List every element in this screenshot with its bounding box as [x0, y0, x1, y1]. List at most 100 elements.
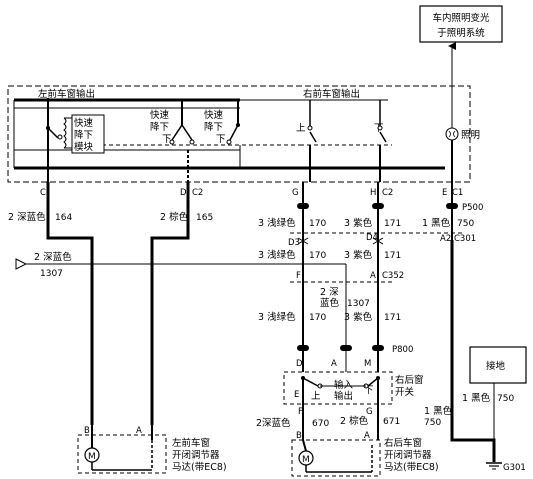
conn-C1: C1 — [452, 188, 463, 198]
w170a-circuit: 170 — [309, 219, 326, 229]
rr-motor-l2: 开闭调节器 — [384, 449, 432, 461]
conn-A-lf: A — [136, 426, 142, 436]
w170b-circuit: 170 — [309, 251, 326, 261]
express-module-l1: 快速 — [74, 117, 94, 129]
lf-motor-l2: 开闭调节器 — [172, 449, 220, 461]
conn-B-lf: B — [84, 426, 90, 436]
w750c-circuit: 750 — [424, 418, 441, 428]
w750c-color: 1 黑色 — [424, 405, 453, 417]
express1-l1: 快速 — [150, 109, 170, 121]
express2-l1: 快速 — [204, 109, 224, 121]
w671-circuit: 671 — [383, 417, 400, 427]
conn-C2a: C2 — [192, 188, 203, 198]
conn-A-c352: A — [370, 271, 376, 281]
conn-H: H — [370, 188, 376, 198]
rr-motor-box — [291, 439, 381, 477]
w750b-color: 1 黑色 — [462, 392, 491, 404]
w171a-circuit: 171 — [384, 219, 401, 229]
w1307b-color-l1: 2 深 — [320, 287, 339, 298]
express2-l3: 下 — [216, 134, 226, 145]
w670-circuit: 670 — [312, 419, 329, 429]
conn-C2b: C2 — [382, 188, 393, 198]
w171b-circuit: 171 — [384, 251, 401, 261]
express2-l2: 降下 — [204, 121, 223, 133]
w170a-color: 3 浅绿色 — [258, 217, 296, 229]
input-triangle-icon — [15, 258, 28, 270]
ground-label: 接地 — [486, 360, 506, 372]
conn-G: G — [292, 188, 299, 198]
dome-dim-box — [419, 5, 503, 43]
wire-164 — [46, 182, 94, 425]
rf-up-label: 上 — [296, 123, 306, 134]
w164-circuit: 164 — [55, 213, 72, 223]
w750a-color: 1 黑色 — [422, 217, 451, 229]
lf-motor-symbol: M — [88, 452, 96, 462]
w171a-color: 3 紫色 — [344, 217, 373, 229]
conn-P800: P800 — [392, 345, 413, 355]
lamp-icon — [445, 127, 459, 141]
w170c-color: 3 浅绿色 — [258, 311, 296, 323]
conn-B-rr: B — [296, 431, 302, 441]
conn-E-sw: E — [294, 390, 299, 400]
lf-motor-l1: 左前车窗 — [172, 437, 210, 449]
conn-A-rr: A — [364, 431, 370, 441]
w170c-circuit: 170 — [309, 313, 326, 323]
wire-165 — [150, 182, 190, 425]
conn-C352: C352 — [382, 271, 404, 281]
express-module-box — [71, 114, 105, 154]
conn-P500: P500 — [462, 203, 483, 213]
dome-dim-line1: 车内照明变光 — [432, 12, 490, 24]
w671-color: 2 棕色 — [340, 415, 369, 427]
rear-switch-l2: 开关 — [395, 386, 415, 398]
lf-motor-box — [77, 434, 167, 474]
w750a-circuit: 750 — [457, 219, 474, 229]
ground-point-label: G301 — [503, 463, 526, 473]
rr-motor-l1: 右后车窗 — [384, 437, 422, 449]
conn-F-sw: F — [298, 407, 303, 417]
conn-D3: D3 — [288, 238, 300, 248]
w171c-circuit: 171 — [384, 313, 401, 323]
w670-color: 2深蓝色 — [256, 417, 291, 429]
w170b-color: 3 浅绿色 — [258, 249, 296, 261]
express-module-l3: 模块 — [74, 141, 94, 153]
window-module-box — [7, 85, 471, 183]
conn-A-p800: A — [331, 359, 337, 369]
express1-l3: 下 — [162, 134, 172, 145]
ground-box — [469, 346, 527, 384]
conn-G-sw: G — [366, 407, 373, 417]
coil-icon — [63, 117, 67, 149]
p500-connector — [297, 203, 458, 209]
ground-icon — [486, 462, 502, 470]
w164-color: 2 深蓝色 — [8, 211, 46, 223]
express-module-l2: 降下 — [74, 129, 93, 141]
conn-D: D — [180, 188, 187, 198]
express1-l2: 降下 — [150, 121, 169, 133]
w1307b-color-l2: 蓝色 — [320, 297, 340, 309]
conn-F: F — [296, 271, 301, 281]
conn-E: E — [442, 188, 447, 198]
rear-input-label: 输入 — [334, 379, 354, 391]
rear-switch-l1: 右后窗 — [395, 374, 424, 386]
p800-connector — [297, 345, 384, 351]
w165-color: 2 棕色 — [160, 211, 189, 223]
conn-C: C — [40, 188, 46, 198]
illum-label: 照明 — [461, 130, 480, 141]
lf-motor-l3: 马达(带EC8) — [172, 461, 227, 473]
rr-motor-l3: 马达(带EC8) — [384, 461, 439, 473]
dome-dim-line2: 于照明系统 — [437, 27, 485, 39]
conn-D-p800: D — [296, 359, 303, 369]
conn-M-p800: M — [364, 359, 371, 369]
conn-C301: C301 — [454, 234, 476, 244]
rear-up-label: 上 — [311, 391, 321, 402]
rear-output-label: 输出 — [334, 390, 353, 402]
w1307b-circuit: 1307 — [347, 299, 370, 309]
w171b-color: 3 紫色 — [344, 249, 373, 261]
w171c-color: 3 紫色 — [344, 311, 373, 323]
w1307a-color: 2 深蓝色 — [34, 251, 72, 263]
w165-circuit: 165 — [196, 213, 213, 223]
conn-A2: A2 — [440, 234, 451, 244]
conn-D4: D4 — [366, 233, 378, 243]
rr-motor-symbol: M — [302, 455, 310, 465]
